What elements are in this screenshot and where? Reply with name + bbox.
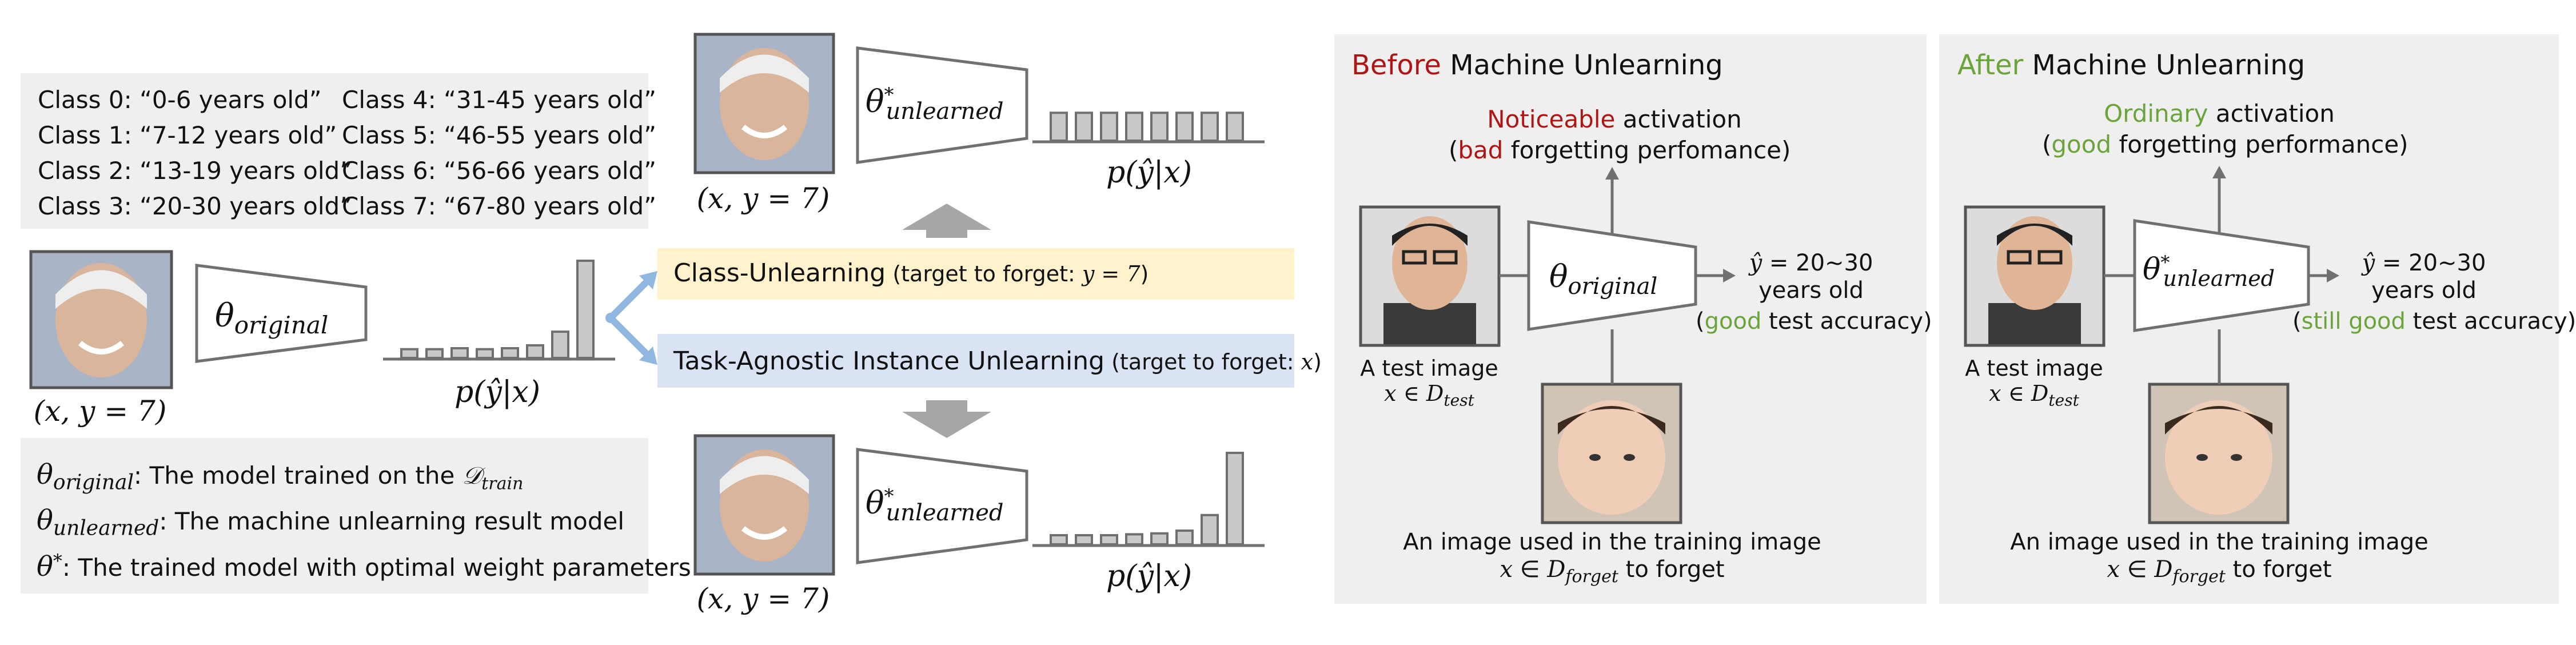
histogram-original-bar-5 [526, 344, 544, 360]
up-arrow [902, 204, 991, 238]
class-list-left: Class 0: “0-6 years old” Class 1: “7-12 … [38, 82, 352, 224]
class-item-6: Class 6: “56-66 years old” [342, 157, 656, 185]
model-instance-unlearned-trapezoid [856, 448, 1028, 564]
model-original-trapezoid [195, 264, 368, 363]
class-xy-label: (x, y = 7) [696, 182, 830, 215]
theta-class-unlearned-label: θ*unlearned [866, 83, 1004, 125]
class-item-2: Class 2: “13-19 years old” [38, 157, 352, 185]
theta-after-label: θ*unlearned [2143, 252, 2275, 291]
after-train-caption: An image used in the training image x ∈ … [2010, 529, 2429, 587]
histogram-instance-bar-4 [1150, 532, 1169, 546]
histogram-class-bar-1 [1075, 112, 1093, 142]
definition-original: θoriginal: The model trained on the 𝒟tra… [37, 459, 524, 495]
before-prediction: ŷ = 20~30 years old (good test accuracy) [1696, 250, 1932, 335]
class-item-4: Class 4: “31-45 years old” [342, 86, 656, 114]
class-item-3: Class 3: “20-30 years old” [38, 192, 352, 220]
histogram-instance-bar-7 [1226, 452, 1244, 546]
before-title: Before Machine Unlearning [1351, 49, 1723, 81]
elder-face-image-input [29, 250, 173, 389]
histogram-instance-bar-0 [1050, 534, 1068, 546]
theta-before-label: θoriginal [1549, 258, 1658, 300]
input-xy-label: (x, y = 7) [33, 395, 167, 428]
before-activation-note: Noticeable activation (bad forgetting pe… [1449, 105, 1791, 164]
elder-face-image-instance [693, 434, 835, 576]
histogram-original [400, 260, 595, 360]
histogram-original-label: p(ŷ|x) [454, 375, 541, 409]
histogram-class-bar-0 [1050, 112, 1068, 142]
class-list-panel [21, 73, 648, 229]
before-test-caption: A test image x ∈ Dtest [1360, 356, 1498, 410]
definitions-panel [21, 438, 648, 594]
histogram-class-bar-5 [1175, 112, 1194, 142]
instance-unlearning-label: Task-Agnostic Instance Unlearning (targe… [673, 347, 1322, 376]
elder-face-image-class [693, 33, 835, 174]
before-train-caption: An image used in the training image x ∈ … [1403, 529, 1821, 587]
histogram-class-unlearned [1050, 112, 1244, 142]
theta-original-label: θoriginal [215, 297, 329, 340]
histogram-instance-bar-3 [1125, 533, 1143, 546]
forget-image-before [1541, 383, 1682, 524]
after-activation-note: Ordinary activation (good forgetting per… [2042, 99, 2408, 158]
model-before-trapezoid [1527, 220, 1697, 331]
class-item-7: Class 7: “67-80 years old” [342, 192, 656, 220]
class-unlearning-band [657, 248, 1294, 300]
histogram-instance-unlearned [1050, 452, 1244, 546]
down-arrow [902, 400, 991, 438]
class-item-1: Class 1: “7-12 years old” [38, 121, 337, 149]
forget-image-after [2148, 383, 2290, 524]
model-class-unlearned-trapezoid [856, 46, 1028, 164]
histogram-original-bar-3 [476, 348, 494, 360]
class-item-0: Class 0: “0-6 years old” [38, 86, 322, 114]
class-item-5: Class 5: “46-55 years old” [342, 121, 656, 149]
after-prediction: ŷ = 20~30 years old (still good test acc… [2292, 250, 2576, 335]
after-title: After Machine Unlearning [1957, 49, 2306, 81]
instance-unlearning-band [657, 334, 1294, 388]
histogram-original-bar-2 [450, 347, 469, 359]
theta-instance-unlearned-label: θ*unlearned [866, 485, 1004, 526]
after-connectors [2104, 166, 2339, 384]
histogram-class-bar-4 [1150, 112, 1169, 142]
class-unlearning-label: Class-Unlearning (target to forget: y = … [673, 258, 1149, 288]
histogram-class-bar-6 [1201, 112, 1219, 142]
model-after-trapezoid [2133, 219, 2310, 332]
histogram-class-label: p(ŷ|x) [1106, 156, 1193, 190]
histogram-instance-bar-5 [1175, 529, 1194, 546]
histogram-original-bar-4 [501, 347, 519, 359]
histogram-instance-bar-1 [1075, 534, 1093, 546]
histogram-original-bar-0 [400, 348, 418, 360]
definition-star: θ*: The trained model with optimal weigh… [37, 550, 691, 583]
test-image-after [1964, 205, 2106, 347]
histogram-original-bar-6 [551, 331, 569, 359]
histogram-original-bar-1 [425, 348, 444, 360]
definition-unlearned: θunlearned: The machine unlearning resul… [37, 504, 625, 540]
histogram-instance-label: p(ŷ|x) [1106, 559, 1193, 594]
class-list-right: Class 4: “31-45 years old” Class 5: “46-… [342, 82, 656, 224]
histogram-instance-bar-2 [1100, 534, 1118, 546]
histogram-class-bar-7 [1226, 112, 1244, 142]
histogram-class-bar-3 [1125, 112, 1143, 142]
histogram-original-bar-7 [576, 260, 595, 359]
branch-arrows [605, 271, 657, 365]
after-test-caption: A test image x ∈ Dtest [1965, 356, 2103, 410]
histogram-class-bar-2 [1100, 112, 1118, 142]
before-connectors [1499, 167, 1736, 384]
instance-xy-label: (x, y = 7) [696, 582, 830, 615]
test-image-before [1359, 205, 1501, 347]
histogram-instance-bar-6 [1201, 513, 1219, 546]
